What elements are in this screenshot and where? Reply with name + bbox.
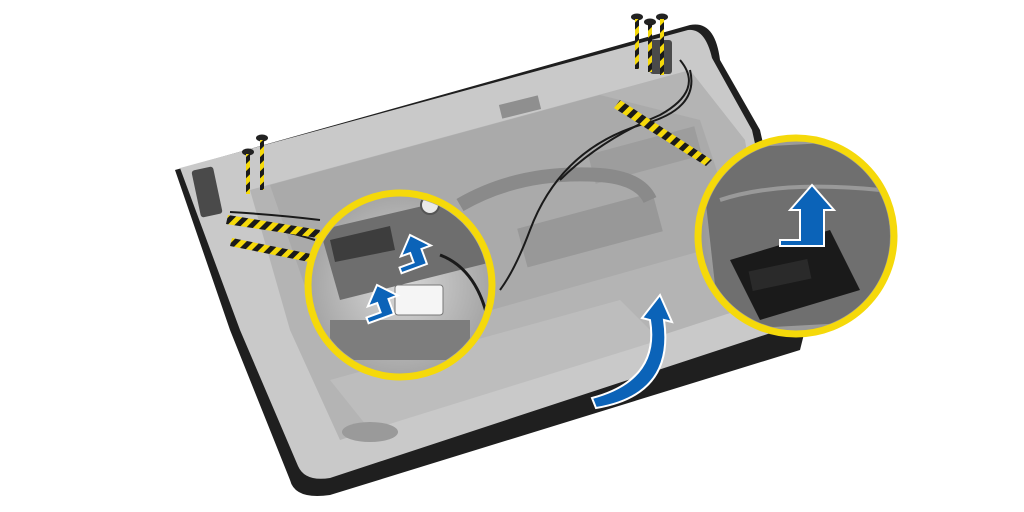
antenna-connector-callout: [304, 189, 496, 381]
right-hinge-screws: [631, 13, 668, 75]
lift-arrow-icon: [779, 183, 837, 247]
display-cable-callout: [694, 134, 898, 338]
screw-icon: [644, 18, 656, 72]
screw-icon: [256, 134, 268, 190]
lift-arrow-icon: [398, 233, 434, 275]
screw-icon: [656, 13, 668, 75]
screw-icon: [242, 148, 254, 194]
lift-arrow-icon: [365, 283, 401, 325]
callout-leader-lines: [226, 100, 712, 263]
screw-icon: [631, 13, 643, 69]
rotate-display-arrow-icon: [590, 293, 674, 410]
left-hinge-screws: [242, 134, 268, 194]
